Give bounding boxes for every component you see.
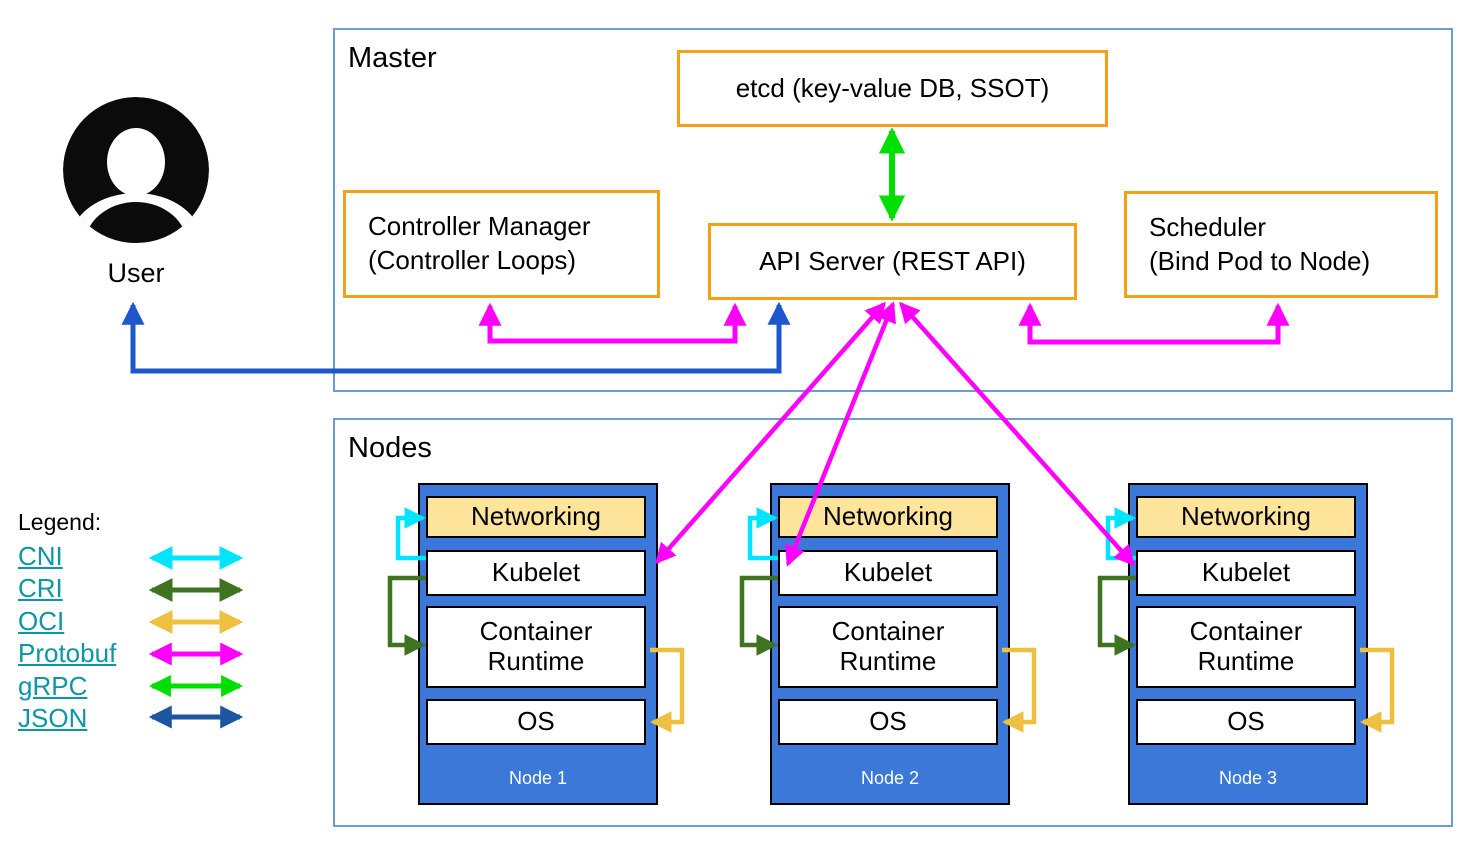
node-1: Networking Kubelet Container Runtime OS …: [418, 483, 658, 805]
node-3: Networking Kubelet Container Runtime OS …: [1128, 483, 1368, 805]
user-avatar-icon: [63, 97, 209, 243]
user-label: User: [107, 258, 165, 288]
container-runtime-box: Container Runtime: [778, 606, 998, 688]
kubelet-box: Kubelet: [426, 550, 646, 596]
container-runtime-box: Container Runtime: [1136, 606, 1356, 688]
container-runtime-box: Container Runtime: [426, 606, 646, 688]
networking-box: Networking: [1136, 496, 1356, 538]
legend: Legend: CNI CRI OCI Protobuf gRPC JSON: [18, 509, 116, 734]
legend-title: Legend:: [18, 509, 102, 535]
api-server-box: API Server (REST API): [708, 223, 1077, 300]
networking-box: Networking: [778, 496, 998, 538]
os-box: OS: [426, 699, 646, 745]
legend-link-protobuf[interactable]: Protobuf: [18, 638, 117, 669]
networking-box: Networking: [426, 496, 646, 538]
kubelet-box: Kubelet: [778, 550, 998, 596]
nodes-title: Nodes: [348, 432, 432, 464]
scheduler-box: Scheduler (Bind Pod to Node): [1124, 191, 1438, 298]
node-1-label: Node 1: [508, 768, 568, 788]
kubelet-box: Kubelet: [1136, 550, 1356, 596]
master-title: Master: [348, 42, 437, 74]
api-server-label: API Server (REST API): [759, 245, 1026, 276]
os-box: OS: [1136, 699, 1356, 745]
etcd-label: etcd (key-value DB, SSOT): [735, 72, 1050, 103]
os-box: OS: [778, 699, 998, 745]
controller-manager-label-line1: Controller Manager: [368, 211, 591, 242]
node-3-label: Node 3: [1218, 768, 1278, 788]
legend-link-oci[interactable]: OCI: [18, 605, 65, 636]
controller-manager-label-line2: (Controller Loops): [368, 245, 577, 275]
scheduler-label-line1: Scheduler: [1149, 211, 1267, 242]
etcd-box: etcd (key-value DB, SSOT): [677, 50, 1108, 127]
scheduler-label-line2: (Bind Pod to Node): [1149, 245, 1371, 276]
node-2-label: Node 2: [860, 768, 920, 788]
legend-link-json[interactable]: JSON: [18, 703, 88, 734]
controller-manager-box: Controller Manager (Controller Loops): [343, 190, 660, 298]
legend-link-cri[interactable]: CRI: [18, 573, 63, 604]
legend-link-cni[interactable]: CNI: [18, 541, 63, 571]
legend-link-grpc[interactable]: gRPC: [18, 670, 88, 701]
node-2: Networking Kubelet Container Runtime OS …: [770, 483, 1010, 805]
